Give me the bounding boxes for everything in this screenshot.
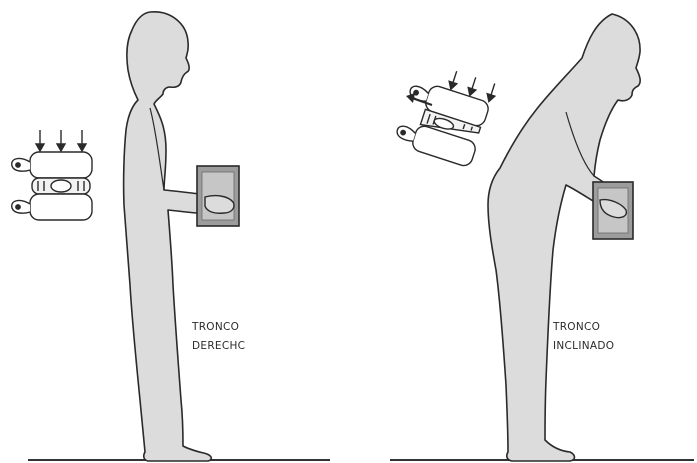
inclined-scene: [390, 14, 694, 461]
inclined-trunk-label: TRONCO INCLINADO: [553, 318, 614, 356]
upright-label-line-2: DERECHC: [192, 337, 245, 356]
vertebrae-diagram-inclined: [393, 59, 498, 168]
standing-figure: [124, 12, 235, 461]
load-arrows-upright: [36, 130, 86, 151]
carried-box-upright: [197, 166, 239, 226]
upright-scene: [12, 12, 330, 461]
upright-label-line-1: TRONCO: [192, 318, 245, 337]
inclined-label-line-1: TRONCO: [553, 318, 614, 337]
vertebrae-diagram-upright: [12, 130, 92, 220]
upright-trunk-label: TRONCO DERECHC: [192, 318, 245, 356]
inclined-label-line-2: INCLINADO: [553, 337, 614, 356]
carried-box-inclined: [593, 182, 633, 239]
